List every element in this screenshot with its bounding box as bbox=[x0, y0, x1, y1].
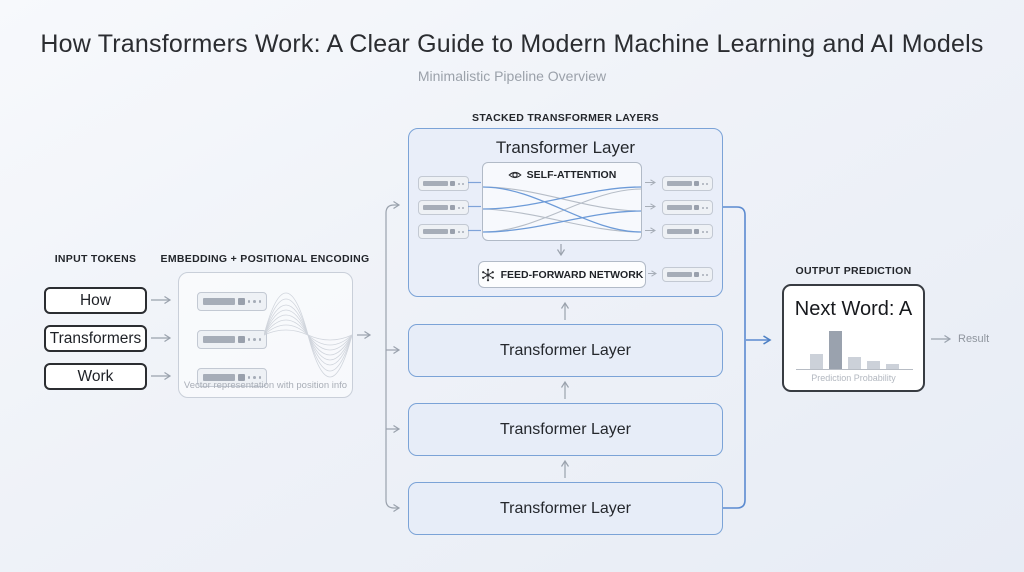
page-subtitle: Minimalistic Pipeline Overview bbox=[417, 68, 607, 84]
bar bbox=[885, 364, 899, 369]
vector-chip bbox=[662, 200, 713, 215]
vector-chip bbox=[418, 224, 469, 239]
vector-chip bbox=[418, 200, 469, 215]
page-title: How Transformers Work: A Clear Guide to … bbox=[40, 30, 984, 58]
next-word-prediction: Next Word: A bbox=[794, 298, 913, 320]
self-attention-label: SELF-ATTENTION bbox=[526, 169, 617, 181]
embedding-label: EMBEDDING + POSITIONAL ENCODING bbox=[160, 253, 370, 265]
bar bbox=[809, 354, 823, 369]
attention-pattern-icon bbox=[483, 186, 641, 233]
result-label: Result bbox=[958, 333, 990, 345]
positional-encoding-wave-icon bbox=[264, 292, 352, 378]
eye-icon bbox=[508, 171, 522, 179]
embedding-caption: Vector representation with position info bbox=[183, 380, 348, 391]
token-transformers: Transformers bbox=[44, 325, 147, 352]
bar bbox=[866, 361, 880, 369]
output-prediction-box: Next Word: A Prediction Probability bbox=[782, 284, 925, 392]
stacked-layers-label: STACKED TRANSFORMER LAYERS bbox=[472, 112, 659, 124]
transformer-layer-detailed: Transformer Layer SELF-ATTENTION bbox=[408, 128, 723, 297]
vector-chip bbox=[197, 368, 267, 387]
transformer-layer-title: Transformer Layer bbox=[495, 138, 636, 157]
self-attention-box: SELF-ATTENTION bbox=[482, 162, 642, 241]
prediction-bar-chart bbox=[798, 327, 910, 369]
input-tokens-label: INPUT TOKENS bbox=[54, 253, 137, 265]
network-icon bbox=[481, 268, 494, 281]
transformer-layer-box: Transformer Layer bbox=[408, 403, 723, 456]
vector-chip bbox=[662, 267, 713, 282]
bar bbox=[847, 357, 861, 369]
transformer-layer-box: Transformer Layer bbox=[408, 324, 723, 377]
chart-caption: Prediction Probability bbox=[811, 373, 896, 383]
vector-chip bbox=[662, 224, 713, 239]
vector-chip bbox=[197, 330, 267, 349]
transformer-layer-box: Transformer Layer bbox=[408, 482, 723, 535]
vector-chip bbox=[662, 176, 713, 191]
vector-chip bbox=[197, 292, 267, 311]
feed-forward-box: FEED-FORWARD NETWORK bbox=[478, 261, 646, 288]
token-work: Work bbox=[44, 363, 147, 390]
chart-baseline bbox=[796, 369, 913, 370]
token-how: How bbox=[44, 287, 147, 314]
vector-chip bbox=[418, 176, 469, 191]
output-prediction-label: OUTPUT PREDICTION bbox=[795, 265, 912, 277]
embedding-box: Vector representation with position info bbox=[178, 272, 353, 398]
bar-highlight bbox=[828, 331, 842, 369]
feed-forward-label: FEED-FORWARD NETWORK bbox=[500, 268, 644, 281]
